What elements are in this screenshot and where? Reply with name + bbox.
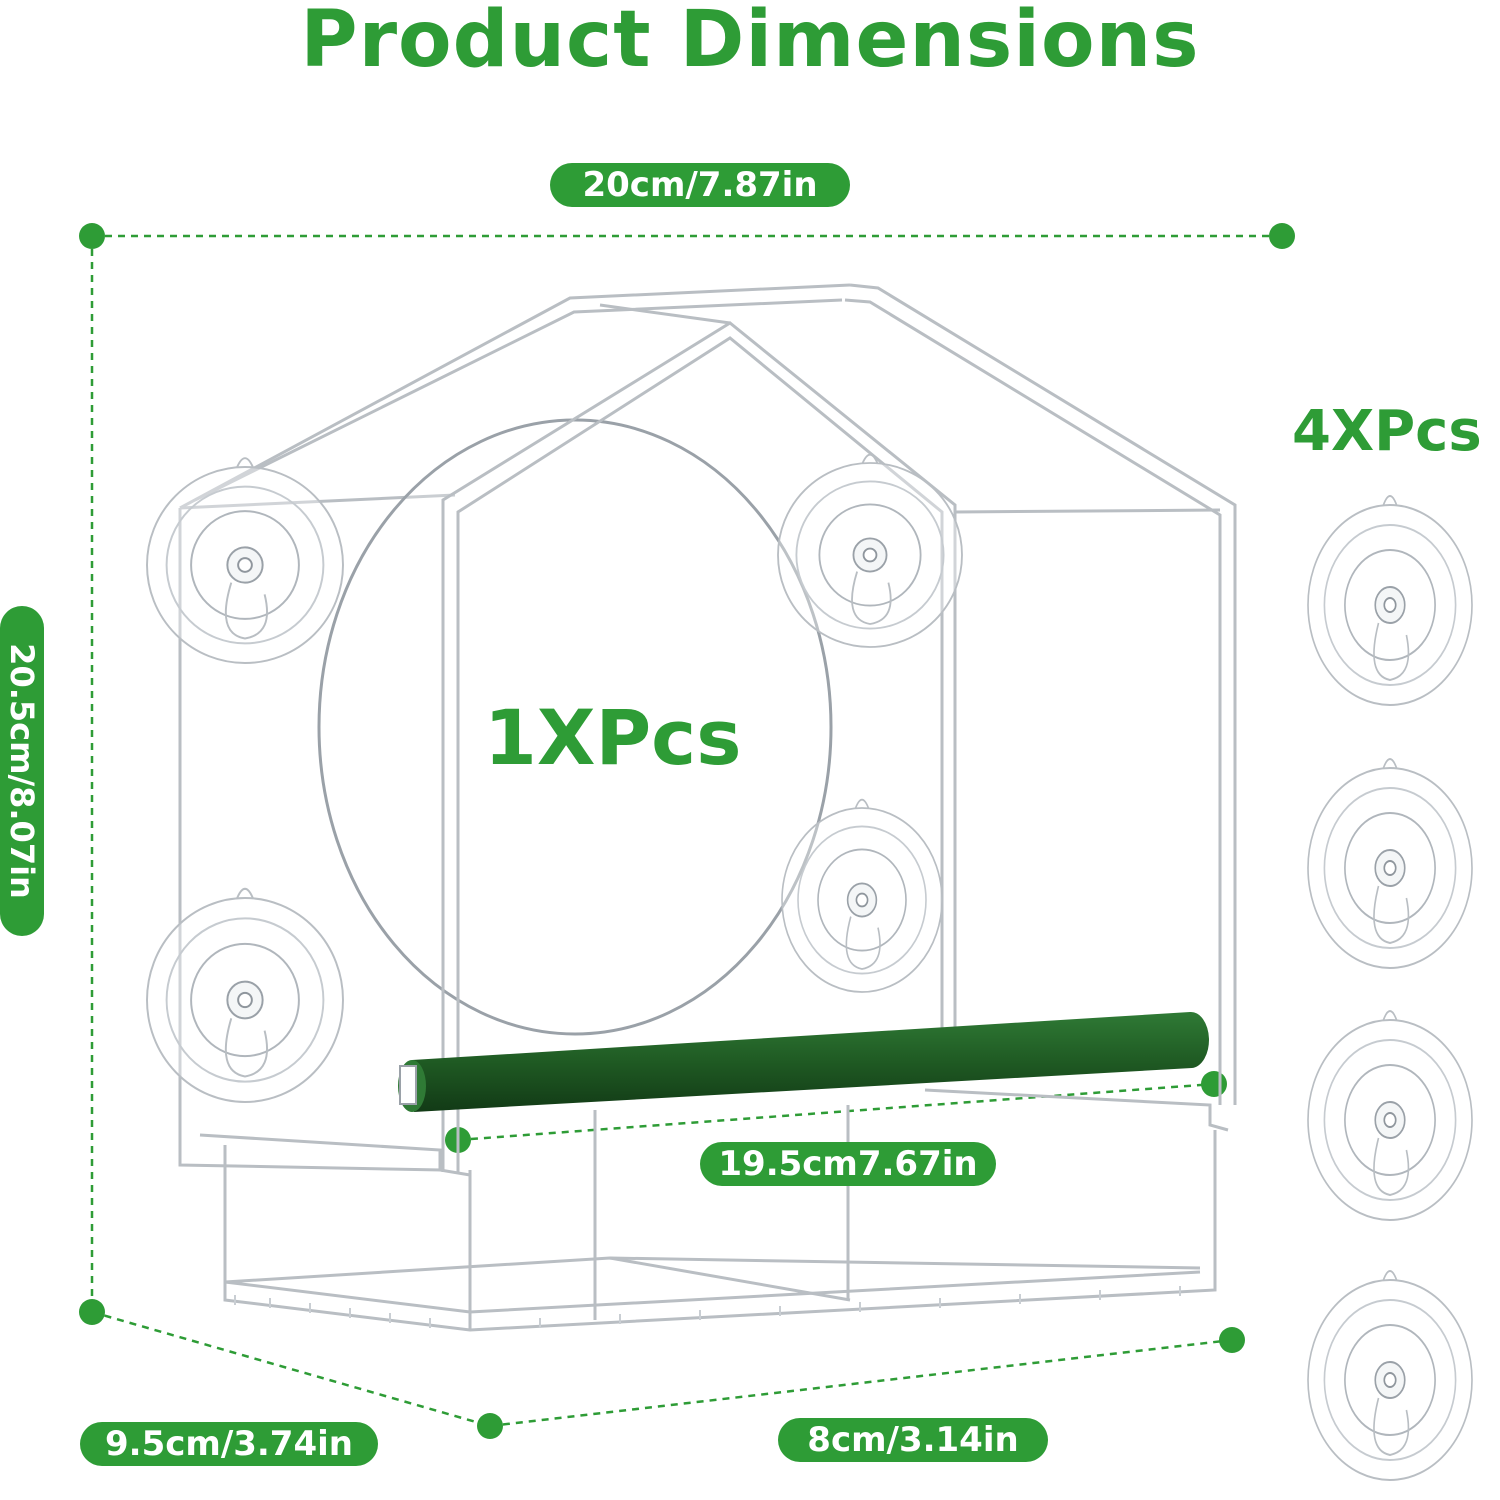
tray-base-texture xyxy=(234,1286,1181,1328)
dimension-dot-icon xyxy=(79,223,1295,1439)
feeder-quantity-label: 1XPcs xyxy=(484,693,742,782)
suction-cup-quantity-label: 4XPcs xyxy=(1292,399,1482,464)
feeder-roof xyxy=(441,283,1237,1172)
feeder-tray xyxy=(199,1088,1229,1332)
dimension-lines xyxy=(90,234,1282,1428)
height-label-text: 20.5cm/8.07in xyxy=(3,643,41,899)
height-label: 20.5cm/8.07in xyxy=(0,606,44,936)
width-top-label: 20cm/7.87in xyxy=(550,163,850,207)
tray-width-label: 8cm/3.14in xyxy=(778,1418,1048,1462)
suction-cup-icon xyxy=(1307,495,1473,1481)
perch-bar xyxy=(398,1011,1209,1112)
page-title: Product Dimensions xyxy=(300,0,1200,85)
depth-label: 9.5cm/3.74in xyxy=(80,1422,378,1466)
perch-length-label: 19.5cm7.67in xyxy=(700,1142,996,1186)
